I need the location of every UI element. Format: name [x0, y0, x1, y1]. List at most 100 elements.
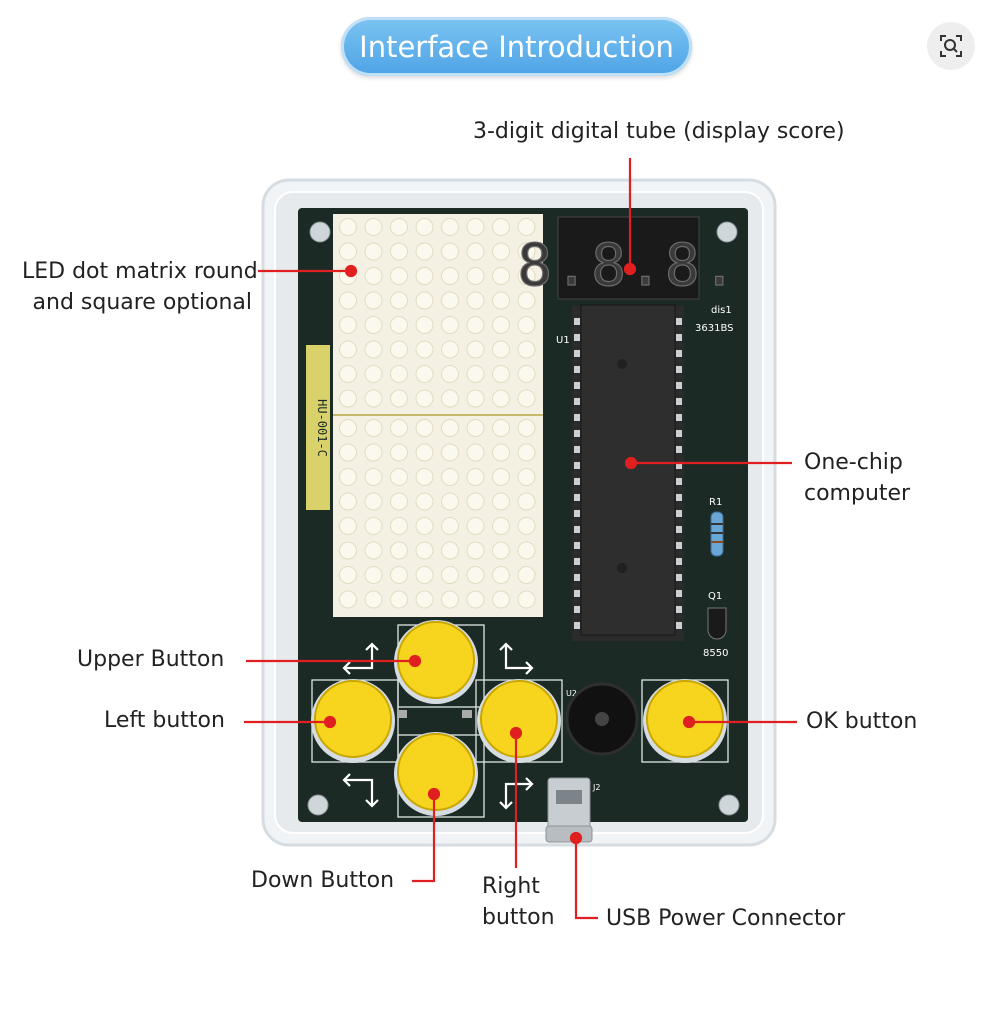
screw-bottom-right [718, 794, 740, 816]
led-dot [390, 517, 408, 535]
led-dot [517, 443, 536, 462]
led-dot [517, 218, 536, 236]
led-dot [415, 443, 434, 462]
chip-pin [574, 622, 580, 629]
chip-pin [574, 558, 580, 565]
led-dot [466, 492, 485, 511]
led-dot [364, 468, 383, 486]
led-dot [364, 218, 383, 236]
chip-pin [676, 398, 682, 405]
led-dot [466, 419, 485, 437]
led-dot [364, 566, 383, 584]
led-dot [517, 291, 536, 310]
led-dot [466, 218, 485, 236]
led-dot [492, 340, 510, 359]
led-dots [339, 218, 536, 609]
led-dot [390, 316, 408, 334]
chip-pin [676, 430, 682, 437]
led-dot [390, 242, 408, 261]
chip-pin [574, 318, 580, 325]
j2-label: J2 [592, 783, 600, 792]
chip-pin [676, 526, 682, 533]
led-dot [339, 291, 357, 310]
led-dot [517, 267, 536, 285]
led-dot [415, 365, 434, 383]
label-led-line1: LED dot matrix round [22, 259, 258, 284]
button-down [394, 732, 478, 816]
chip-pin [574, 382, 580, 389]
led-dot [466, 566, 485, 584]
label-right-line1: Right [482, 874, 540, 899]
zoom-button[interactable] [927, 22, 975, 70]
led-dot [339, 541, 357, 560]
label-led-matrix: LED dot matrix round and square optional [22, 256, 258, 318]
led-dot [415, 419, 434, 437]
led-dot [441, 419, 459, 437]
led-dot [390, 492, 408, 511]
led-dot [339, 365, 357, 383]
button-upper [394, 620, 478, 718]
led-dot [441, 340, 459, 359]
chip-pin [574, 494, 580, 501]
led-dot [415, 267, 434, 285]
led-dot [415, 340, 434, 359]
q1-label: Q1 [708, 591, 722, 602]
led-dot [466, 468, 485, 486]
led-dot [466, 389, 485, 408]
chip-pin [574, 606, 580, 613]
led-dot [390, 267, 408, 285]
chip-pin [676, 334, 682, 341]
chip-pin [676, 446, 682, 453]
led-dot [415, 541, 434, 560]
chip-pin [574, 478, 580, 485]
led-dot [441, 316, 459, 334]
led-dot [441, 468, 459, 486]
led-dot [415, 316, 434, 334]
header-title-badge: Interface Introduction [341, 17, 692, 76]
led-dot [517, 316, 536, 334]
led-dot [339, 340, 357, 359]
led-dot [390, 468, 408, 486]
led-dot [517, 419, 536, 437]
led-dot [390, 443, 408, 462]
led-dot [415, 218, 434, 236]
chip-pin [574, 462, 580, 469]
led-dot [492, 492, 510, 511]
chip-pin [676, 478, 682, 485]
led-dot [415, 291, 434, 310]
led-dot [441, 365, 459, 383]
led-dot [390, 291, 408, 310]
led-dot [390, 590, 408, 609]
chip-pin [574, 574, 580, 581]
led-dot [415, 468, 434, 486]
chip-pin [574, 542, 580, 549]
led-dot [517, 492, 536, 511]
led-dot [441, 566, 459, 584]
dis1-label: dis1 [711, 305, 732, 316]
led-dot [466, 365, 485, 383]
led-dot [441, 291, 459, 310]
led-dot [364, 291, 383, 310]
label-ok-button: OK button [806, 709, 918, 734]
led-dot [339, 389, 357, 408]
led-dot [517, 517, 536, 535]
led-dot [364, 541, 383, 560]
led-dot [492, 517, 510, 535]
led-dot [339, 590, 357, 609]
led-dot [466, 443, 485, 462]
led-dot [415, 389, 434, 408]
led-dot [441, 541, 459, 560]
chip-pin [574, 526, 580, 533]
chip-pin [574, 334, 580, 341]
led-dot [517, 365, 536, 383]
led-dot [492, 443, 510, 462]
led-dot [390, 566, 408, 584]
led-dot [466, 340, 485, 359]
led-dot [492, 365, 510, 383]
led-dot [364, 492, 383, 511]
button-right [477, 679, 561, 763]
led-dot [415, 492, 434, 511]
chip-pin [676, 350, 682, 357]
led-dot [441, 267, 459, 285]
mcu-chip [580, 304, 676, 636]
